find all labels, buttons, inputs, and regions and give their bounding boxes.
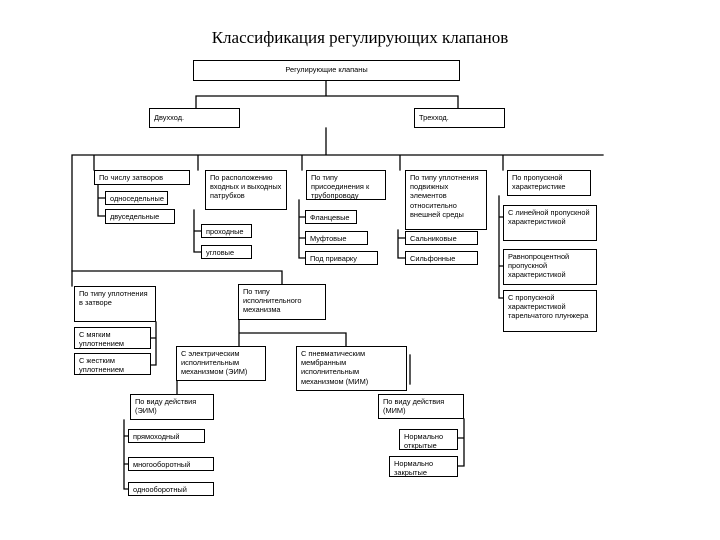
node-coupling: Муфтовые xyxy=(305,231,368,245)
node-equal-percentage: Равнопроцентной пропускной характеристик… xyxy=(503,249,597,285)
node-hard-seal: С жестким уплотнением xyxy=(74,353,151,375)
node-flanged: Фланцевые xyxy=(305,210,357,224)
node-by-ports: По расположению входных и выходных патру… xyxy=(205,170,287,210)
node-linear: С линейной пропускной характеристикой xyxy=(503,205,597,241)
node-straight: проходные xyxy=(201,224,252,238)
node-by-seats: По числу затворов xyxy=(94,170,190,185)
node-mim-action: По виду действия (МИМ) xyxy=(378,394,464,419)
node-gland: Сальниковые xyxy=(405,231,478,245)
node-bellows: Сильфонные xyxy=(405,251,478,265)
node-pneumatic-actuator: С пневматическим мембранным исполнительн… xyxy=(296,346,407,391)
node-normally-open: Нормально открытые xyxy=(399,429,458,450)
node-by-gate-seal: По типу уплотнения в затворе xyxy=(74,286,156,322)
node-angle: угловые xyxy=(201,245,252,259)
node-soft-seal: С мягким уплотнением xyxy=(74,327,151,349)
node-by-connection: По типу присоединения к трубопроводу xyxy=(306,170,386,200)
node-direct-action: прямоходный xyxy=(128,429,205,443)
node-multiturn: многооборотный xyxy=(128,457,214,471)
node-poppet-plug: С пропускной характеристикой тарельчатог… xyxy=(503,290,597,332)
node-three-way: Трехход. xyxy=(414,108,505,128)
node-single-seat: односедельные xyxy=(105,191,168,205)
node-by-seal: По типу уплотнения подвижных элементов о… xyxy=(405,170,487,230)
diagram-title: Классификация регулирующих клапанов xyxy=(211,28,509,47)
node-two-way: Двухход. xyxy=(149,108,240,128)
node-welded: Под приварку xyxy=(305,251,378,265)
node-double-seat: двуседельные xyxy=(105,209,175,224)
node-normally-closed: Нормально закрытые xyxy=(389,456,458,477)
node-electric-actuator: С электрическим исполнительным механизмо… xyxy=(176,346,266,381)
node-by-flow: По пропускной характеристике xyxy=(507,170,591,196)
node-by-actuator: По типу исполнительного механизма xyxy=(238,284,326,320)
node-singleturn: однооборотный xyxy=(128,482,214,496)
node-eim-action: По виду действия (ЭИМ) xyxy=(130,394,214,420)
node-regulating-valves: Регулирующие клапаны xyxy=(193,60,460,81)
